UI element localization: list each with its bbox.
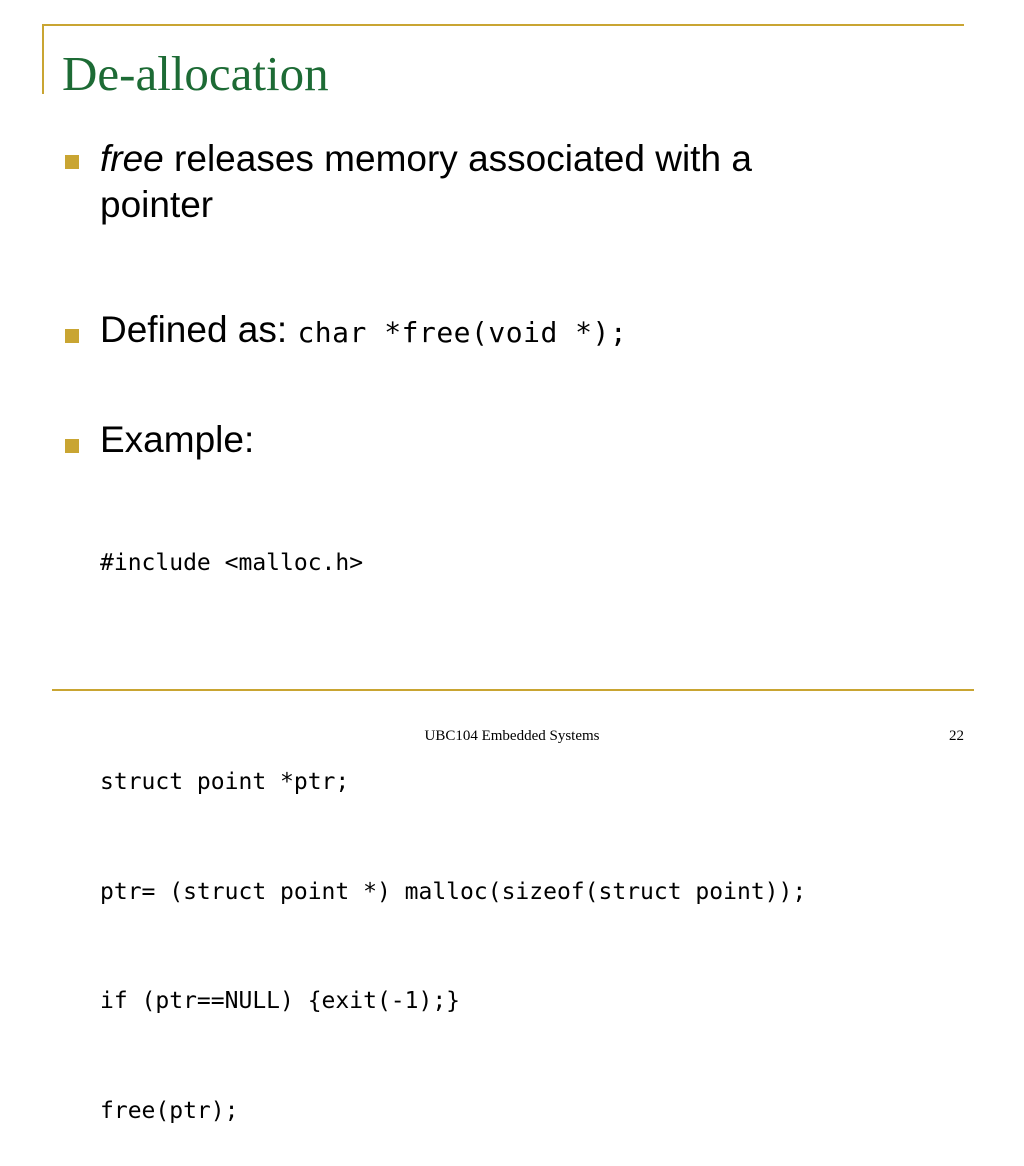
code-line: ptr= (struct point *) malloc(sizeof(stru… — [100, 878, 807, 905]
emphasis-free: free — [100, 138, 164, 179]
code-line: free(ptr); — [100, 1097, 239, 1124]
code-line: struct point *ptr; — [100, 769, 350, 795]
bullet-line-2: pointer — [100, 184, 214, 225]
square-bullet-icon — [65, 329, 79, 343]
code-line: #include <malloc.h> — [100, 550, 364, 576]
definition-label: Defined as: — [100, 309, 298, 350]
page-number: 22 — [949, 728, 964, 744]
slide-title: De-allocation — [62, 46, 329, 101]
example-label: Example: — [100, 419, 255, 460]
code-example: #include <malloc.h> struct point *ptr; p… — [100, 472, 806, 1166]
function-signature: char *free(void *); — [297, 316, 628, 349]
code-line — [100, 655, 806, 692]
square-bullet-icon — [65, 155, 79, 169]
frame-left-line — [42, 24, 44, 94]
bullet-line-1: releases memory associated with a — [163, 138, 752, 179]
footer-course-name: UBC104 Embedded Systems — [424, 728, 600, 744]
bullet-text: Defined as: char *free(void *); — [100, 307, 627, 356]
bullet-text: free releases memory associated with a p… — [100, 136, 752, 228]
code-line: if (ptr==NULL) {exit(-1);} — [100, 988, 461, 1014]
footer-divider — [52, 689, 974, 691]
square-bullet-icon — [65, 439, 79, 453]
frame-top-line — [42, 24, 964, 26]
